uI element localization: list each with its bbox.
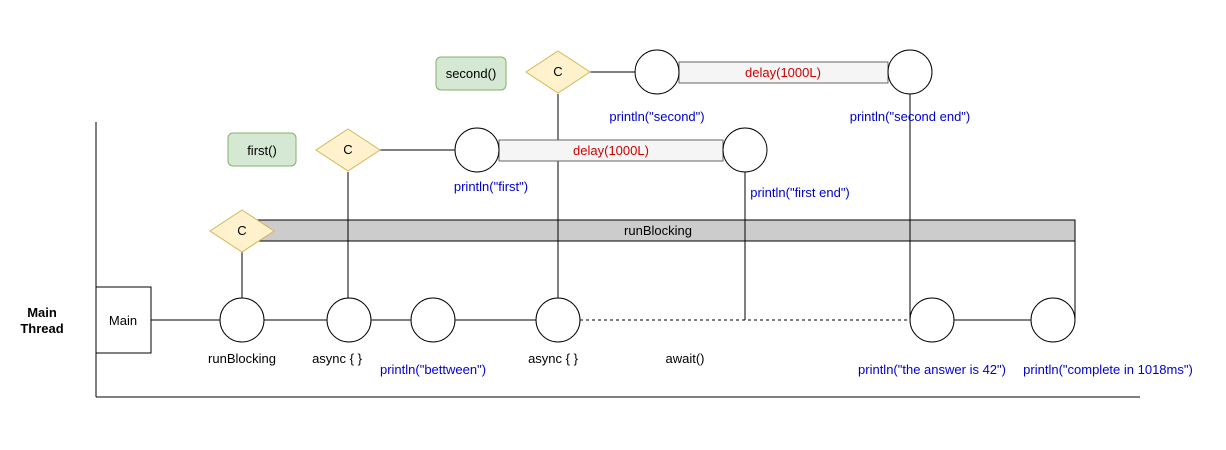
second-delay-label: delay(1000L) (745, 65, 821, 80)
label-async-1: async { } (312, 351, 363, 366)
first-delay-label: delay(1000L) (573, 143, 649, 158)
diamond-label-1: C (237, 223, 246, 238)
label-run-blocking: runBlocking (208, 351, 276, 366)
first-function-box (227, 132, 297, 167)
coroutine-diamond-second (525, 50, 591, 94)
coroutine-diamond-first (315, 128, 381, 172)
label-async-2: async { } (528, 351, 579, 366)
node-println-first-end (722, 127, 768, 173)
label-println-answer: println("the answer is 42") (858, 362, 1006, 377)
label-println-second-end: println("second end") (850, 109, 971, 124)
diamond-label-3: C (553, 64, 562, 79)
main-box (95, 286, 152, 354)
thread-label-line1: Main (27, 305, 57, 320)
coroutine-diamond-runblocking (209, 209, 275, 253)
node-println-second (634, 49, 680, 95)
label-println-first: println("first") (454, 179, 528, 194)
label-println-second: println("second") (609, 109, 704, 124)
second-function-label: second() (446, 66, 497, 81)
diamond-label-2: C (343, 142, 352, 157)
thread-label-line2: Thread (20, 321, 63, 336)
run-blocking-bar-label: runBlocking (624, 223, 692, 238)
node-run-blocking (219, 297, 265, 343)
label-println-complete: println("complete in 1018ms") (1023, 362, 1193, 377)
node-println-first (454, 127, 500, 173)
node-println-second-end (887, 49, 933, 95)
node-println-complete (1030, 297, 1076, 343)
label-await: await() (665, 351, 704, 366)
node-async-2 (535, 297, 581, 343)
node-println-answer (909, 297, 955, 343)
label-println-between: println("bettween") (380, 362, 486, 377)
label-println-first-end: println("first end") (750, 185, 850, 200)
node-println-between (410, 297, 456, 343)
node-async-1 (326, 297, 372, 343)
main-box-label: Main (109, 313, 137, 328)
first-function-label: first() (247, 143, 277, 158)
second-function-box (435, 56, 507, 91)
